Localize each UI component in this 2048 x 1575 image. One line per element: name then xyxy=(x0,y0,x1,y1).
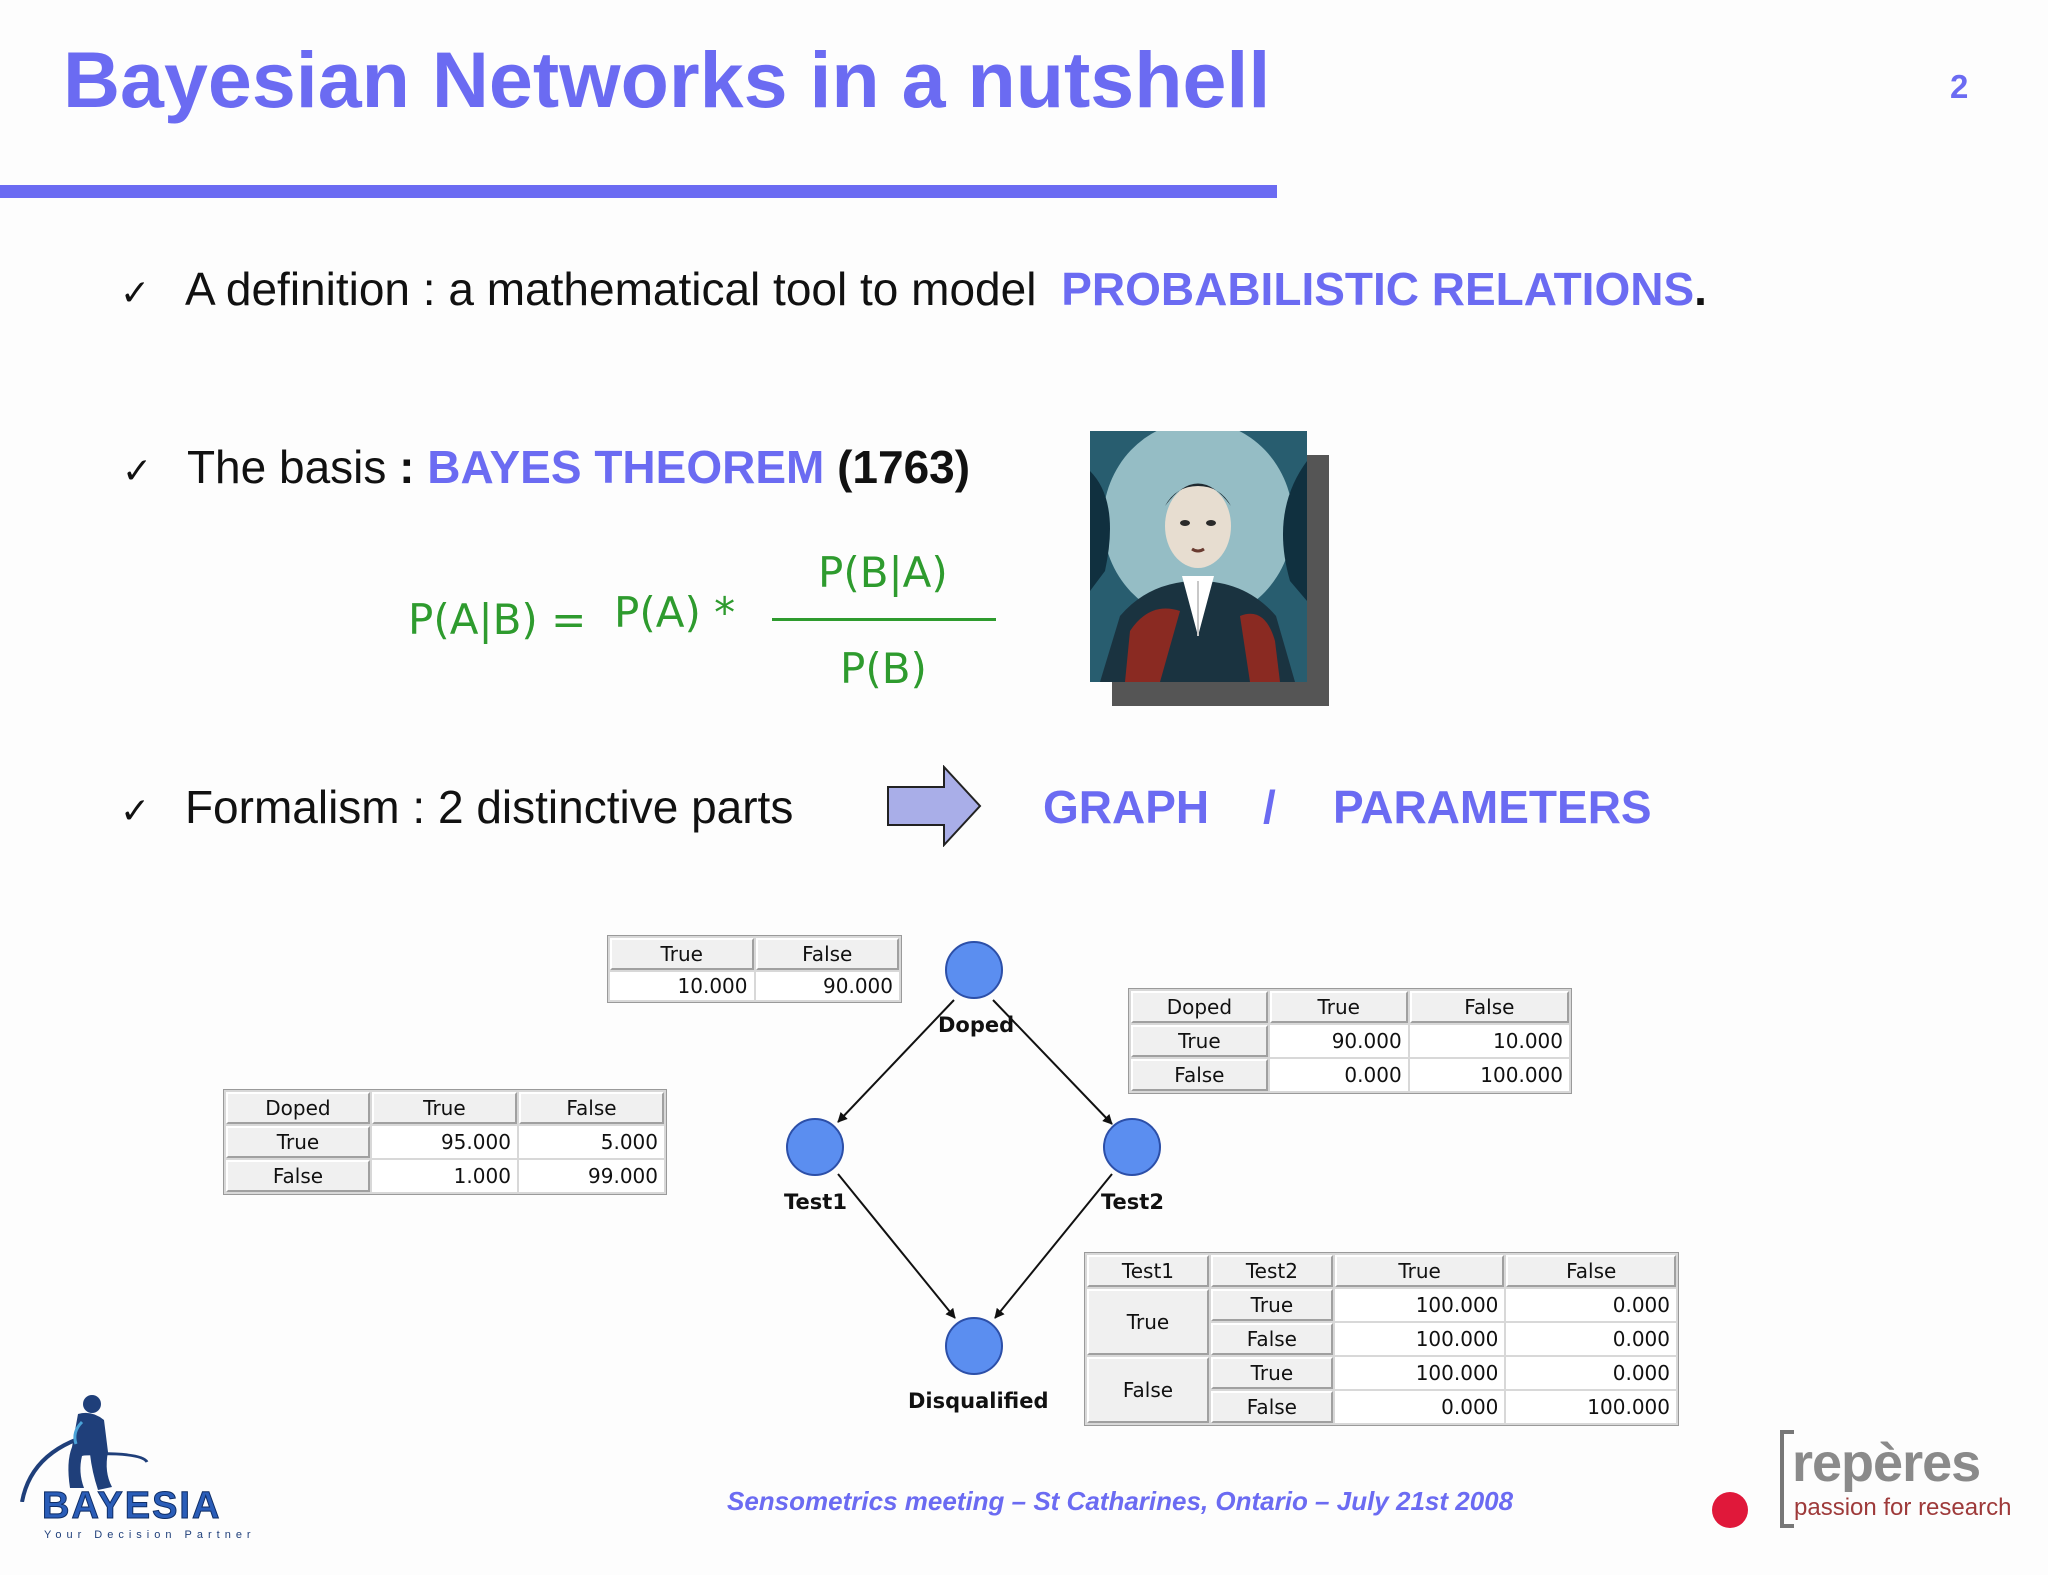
table-cell: 99.000 xyxy=(518,1160,664,1192)
node-disqualified xyxy=(945,1317,1003,1375)
page-number: 2 xyxy=(1950,68,1969,105)
table-header: Doped xyxy=(226,1092,370,1124)
reperes-bracket-top xyxy=(1780,1430,1794,1434)
table-header: False xyxy=(1506,1255,1676,1287)
table-cell: 90.000 xyxy=(1269,1025,1408,1057)
basis-text: The basis xyxy=(186,441,387,493)
node-label-test2: Test2 xyxy=(1101,1190,1164,1214)
table-cell: 100.000 xyxy=(1334,1323,1505,1355)
table-header: True xyxy=(371,1092,517,1124)
table-cell: 0.000 xyxy=(1269,1059,1408,1091)
table-cell: 0.000 xyxy=(1506,1289,1676,1321)
table-header: False xyxy=(755,938,899,970)
bullet-definition: ✓ A definition : a mathematical tool to … xyxy=(120,262,1707,316)
bayesia-thinker-icon xyxy=(20,1395,149,1503)
row-label: False xyxy=(1210,1391,1333,1423)
edge-doped-test2 xyxy=(992,999,1113,1125)
reperes-bracket-bottom xyxy=(1780,1524,1794,1528)
row-label: True xyxy=(226,1126,370,1158)
table-header: False xyxy=(1409,991,1569,1023)
disqualified-probability-table: Test1 Test2 True False True True 100.000… xyxy=(1084,1252,1679,1426)
table-header: Test1 xyxy=(1087,1255,1209,1287)
definition-period: . xyxy=(1694,263,1707,315)
table-header: True xyxy=(1334,1255,1505,1287)
table-cell: 95.000 xyxy=(371,1126,517,1158)
table-cell: 5.000 xyxy=(518,1126,664,1158)
table-header: True xyxy=(1269,991,1408,1023)
group-label: True xyxy=(1087,1289,1209,1355)
formula-numerator: P(B|A) xyxy=(818,548,948,597)
reperes-logo-text: repères xyxy=(1792,1433,1981,1493)
formalism-parameters: PARAMETERS xyxy=(1333,781,1652,833)
right-arrow-icon xyxy=(887,765,982,847)
basis-highlight: BAYES THEOREM xyxy=(427,441,825,493)
basis-colon: : xyxy=(399,441,415,493)
formula-prior: P(A) * xyxy=(614,588,736,637)
table-cell: 100.000 xyxy=(1506,1391,1676,1423)
reperes-bracket-vertical xyxy=(1780,1430,1784,1528)
table-cell: 100.000 xyxy=(1334,1289,1505,1321)
node-test2 xyxy=(1103,1118,1161,1176)
group-label: False xyxy=(1087,1357,1209,1423)
table-header: True xyxy=(610,938,754,970)
table-header: False xyxy=(518,1092,664,1124)
table-cell: 10.000 xyxy=(610,972,754,1000)
formalism-graph: GRAPH xyxy=(1043,781,1210,833)
table-cell: 10.000 xyxy=(1409,1025,1569,1057)
node-label-disqualified: Disqualified xyxy=(908,1389,1049,1413)
row-label: False xyxy=(1210,1323,1333,1355)
formula-lhs: P(A|B) = xyxy=(408,595,587,644)
table-cell: 0.000 xyxy=(1506,1357,1676,1389)
doped-probability-table: True False 10.000 90.000 xyxy=(607,935,902,1003)
row-label: False xyxy=(1131,1059,1268,1091)
node-doped xyxy=(945,941,1003,999)
row-label: True xyxy=(1210,1357,1333,1389)
bayes-portrait xyxy=(1090,431,1307,682)
test1-probability-table: Doped True False True 95.000 5.000 False… xyxy=(223,1089,667,1195)
table-header: Doped xyxy=(1131,991,1268,1023)
formalism-text: Formalism : 2 distinctive parts xyxy=(184,781,794,833)
footer-caption: Sensometrics meeting – St Catharines, On… xyxy=(727,1486,1514,1516)
node-label-doped: Doped xyxy=(938,1013,1015,1037)
table-cell: 90.000 xyxy=(755,972,899,1000)
edge-test2-disqualified xyxy=(994,1173,1113,1319)
table-cell: 0.000 xyxy=(1334,1391,1505,1423)
table-cell: 0.000 xyxy=(1506,1323,1676,1355)
table-header: Test2 xyxy=(1210,1255,1333,1287)
node-label-test1: Test1 xyxy=(784,1190,847,1214)
reperes-tagline: passion for research xyxy=(1794,1494,2012,1521)
bullet-formalism: ✓ Formalism : 2 distinctive parts xyxy=(120,780,793,834)
table-cell: 1.000 xyxy=(371,1160,517,1192)
slide-title: Bayesian Networks in a nutshell xyxy=(63,35,1271,124)
definition-highlight: PROBABILISTIC RELATIONS xyxy=(1061,263,1695,315)
edge-test1-disqualified xyxy=(837,1173,956,1319)
checkmark-icon: ✓ xyxy=(122,451,153,492)
row-label: True xyxy=(1210,1289,1333,1321)
test2-probability-table: Doped True False True 90.000 10.000 Fals… xyxy=(1128,988,1572,1094)
fraction-bar xyxy=(772,618,996,621)
checkmark-icon: ✓ xyxy=(120,273,151,314)
definition-text: A definition : a mathematical tool to mo… xyxy=(184,263,1037,315)
bayesia-logo: BAYESIA Your Decision Partner xyxy=(12,1392,282,1542)
node-test1 xyxy=(786,1118,844,1176)
portrait-illustration xyxy=(1090,431,1307,682)
basis-year: (1763) xyxy=(837,441,971,493)
checkmark-icon: ✓ xyxy=(120,791,151,832)
row-label: True xyxy=(1131,1025,1268,1057)
bayesia-tagline: Your Decision Partner xyxy=(44,1529,256,1541)
bullet-basis: ✓ The basis : BAYES THEOREM (1763) xyxy=(122,440,970,494)
table-cell: 100.000 xyxy=(1409,1059,1569,1091)
red-dot-icon xyxy=(1712,1492,1748,1528)
formalism-slash: / xyxy=(1263,781,1276,833)
bayesia-logo-text: BAYESIA xyxy=(41,1485,222,1528)
row-label: False xyxy=(226,1160,370,1192)
table-cell: 100.000 xyxy=(1334,1357,1505,1389)
title-underline xyxy=(0,185,1277,198)
edge-doped-test1 xyxy=(837,999,955,1123)
formula-denominator: P(B) xyxy=(840,644,927,693)
